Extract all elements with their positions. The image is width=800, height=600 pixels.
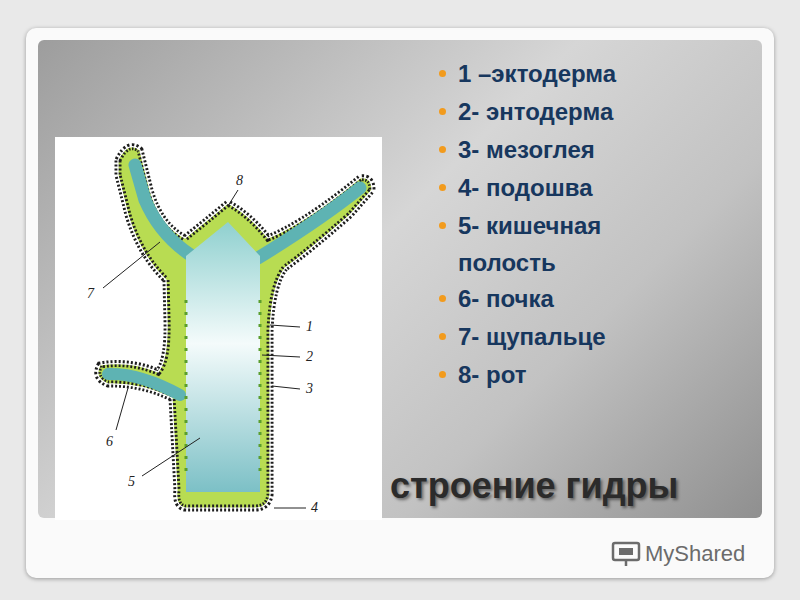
callout-number: 8 [236, 173, 243, 189]
list-bullet [439, 70, 446, 77]
callout-number: 6 [106, 434, 113, 450]
watermark-icon [610, 540, 642, 568]
list-bullet [439, 184, 446, 191]
slide-title: строение гидры [390, 466, 678, 506]
legend-item: 2- энтодерма [458, 93, 698, 130]
list-bullet [439, 222, 446, 229]
legend-item: 5- кишечная полость [458, 207, 698, 281]
callout-number: 1 [306, 319, 313, 335]
callout-number: 3 [306, 381, 313, 397]
list-bullet [439, 146, 446, 153]
list-bullet [439, 108, 446, 115]
list-bullet [439, 295, 446, 302]
callout-number: 5 [128, 474, 135, 490]
legend-item: 7- щупальце [458, 318, 698, 355]
callout-number: 7 [87, 286, 94, 302]
legend-item: 3- мезоглея [458, 131, 698, 168]
list-bullet [439, 333, 446, 340]
legend-item: 4- подошва [458, 169, 698, 206]
legend-item: 8- рот [458, 356, 698, 393]
legend-item: 6- почка [458, 280, 698, 317]
callout-number: 2 [306, 349, 313, 365]
watermark: MyShared [645, 541, 745, 567]
callout-number: 4 [311, 500, 318, 516]
legend-item: 1 –эктодерма [458, 55, 698, 92]
list-bullet [439, 371, 446, 378]
